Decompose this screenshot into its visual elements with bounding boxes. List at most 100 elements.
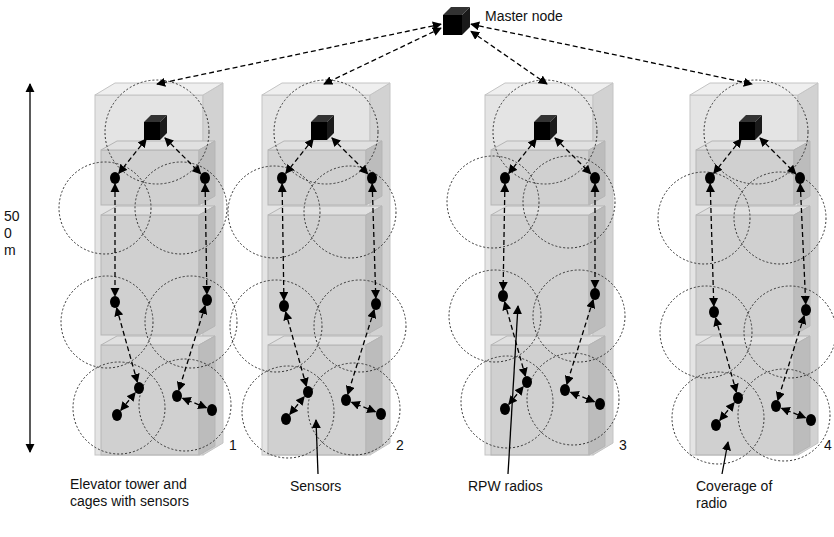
- sensor-radio: [711, 419, 721, 431]
- radio-coverage: [308, 363, 400, 455]
- radio-coverage: [228, 166, 320, 258]
- radio-link: [509, 387, 523, 405]
- gateway-cube: [739, 115, 762, 140]
- sensor-radio: [281, 413, 291, 425]
- sensor-radio: [595, 398, 605, 410]
- tower-top: [262, 83, 390, 95]
- leader-line: [722, 442, 728, 474]
- tower-node: 3: [485, 84, 615, 456]
- sensor-radio: [795, 172, 805, 184]
- elevator-cage: [696, 336, 810, 455]
- elevator-cage: [268, 336, 382, 455]
- radio-link: [471, 24, 752, 84]
- tower-top: [690, 83, 818, 95]
- radio-coverage: [145, 276, 237, 368]
- radio-coverage: [61, 276, 153, 368]
- tower-node: 4: [690, 84, 820, 456]
- elevator-tower: [447, 80, 625, 455]
- node-label: Master node: [485, 8, 563, 25]
- tower-node: 1: [95, 84, 225, 456]
- radio-link: [348, 310, 374, 395]
- radio-coverage: [242, 366, 334, 458]
- callout-label: RPW radios: [468, 478, 578, 495]
- sensor-radio: [134, 382, 144, 394]
- radio-coverage: [449, 270, 541, 362]
- sensor-radio: [498, 290, 508, 302]
- radio-link: [760, 138, 796, 174]
- leader-line: [508, 306, 518, 474]
- radio-link: [567, 300, 593, 385]
- elevator-cage: [268, 141, 382, 205]
- radio-coverage: [461, 356, 553, 448]
- elevator-cage: [268, 206, 382, 335]
- sensor-radio: [500, 403, 510, 415]
- radio-link: [119, 139, 147, 173]
- radio-link: [778, 316, 804, 401]
- radio-link: [114, 184, 115, 296]
- radio-link: [710, 184, 714, 306]
- radio-coverage: [447, 156, 539, 248]
- gateway-cube: [311, 115, 334, 140]
- sensor-radio: [806, 414, 816, 426]
- radio-link: [286, 139, 314, 173]
- radio-coverage: [230, 280, 322, 372]
- sensor-radio: [771, 400, 781, 412]
- leader-line: [316, 420, 318, 474]
- master-cube: [441, 6, 471, 36]
- elevator-cage: [101, 206, 215, 335]
- elevator-cage: [491, 336, 605, 455]
- gateway-cube: [534, 115, 557, 140]
- radio-link: [332, 138, 368, 174]
- radio-link: [594, 184, 595, 288]
- radio-link: [165, 138, 201, 174]
- radio-link: [282, 184, 284, 300]
- radio-link: [720, 403, 734, 421]
- radio-link: [290, 397, 304, 415]
- radio-link: [183, 398, 207, 408]
- radio-link: [716, 318, 737, 392]
- radio-link: [503, 184, 505, 290]
- tower-node: 2: [262, 84, 392, 456]
- sensor-radio: [590, 172, 600, 184]
- radio-link: [205, 184, 207, 294]
- sensor-radio: [801, 304, 811, 316]
- radio-coverage: [660, 286, 752, 378]
- radio-coverage: [523, 156, 615, 248]
- radio-link: [286, 312, 307, 386]
- sensor-radio: [110, 296, 120, 308]
- sensor-radio: [705, 172, 715, 184]
- caption-label: Elevator tower and cages with sensors: [70, 476, 220, 510]
- sensor-radio: [376, 408, 386, 420]
- sensor-radio: [200, 172, 210, 184]
- radio-coverage: [738, 369, 830, 461]
- radio-coverage: [658, 172, 750, 264]
- radio-coverage: [304, 166, 396, 258]
- radio-link: [352, 402, 376, 412]
- sensor-radio: [341, 394, 351, 406]
- sensor-radio: [709, 306, 719, 318]
- radio-coverage: [704, 80, 808, 184]
- radio-link: [471, 31, 547, 84]
- radio-coverage: [135, 162, 227, 254]
- callout-number: 1: [229, 437, 237, 454]
- radio-coverage: [314, 280, 406, 372]
- gateway-cube: [144, 115, 167, 140]
- radio-link: [324, 28, 441, 84]
- sensor-radio: [279, 300, 289, 312]
- radio-link: [372, 184, 376, 298]
- radio-link: [509, 139, 537, 173]
- callout-label: Sensors: [290, 478, 380, 495]
- tower-top: [95, 83, 223, 95]
- elevator-tower: [658, 80, 834, 464]
- sensor-radio: [371, 298, 381, 310]
- elevator-cage: [491, 141, 605, 205]
- sensor-radio: [112, 409, 122, 421]
- tower-top: [485, 83, 613, 95]
- elevator-cage: [696, 206, 810, 335]
- radio-coverage: [527, 353, 619, 445]
- radio-coverage: [533, 270, 625, 362]
- dimension-line: [29, 84, 30, 452]
- callout-number: 3: [619, 437, 627, 454]
